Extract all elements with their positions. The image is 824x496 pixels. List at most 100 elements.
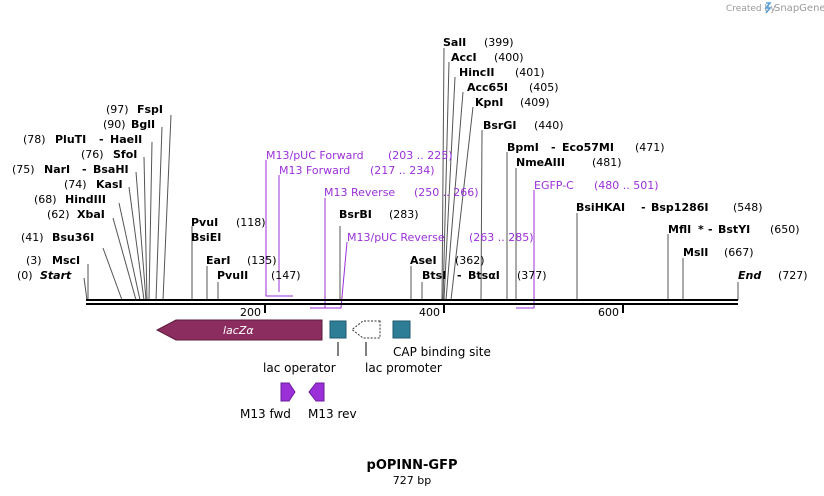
site-hindIII-pos: (68) (34, 193, 57, 206)
primer-m13-reverse-label: M13 Reverse (324, 186, 395, 199)
tick-200 (264, 305, 266, 313)
primer-m13-reverse: M13 Reverse (250 .. 266) (324, 186, 479, 199)
site-pvuII-label: PvuII (217, 269, 248, 282)
map-length: 727 bp (393, 474, 431, 487)
primer-egfp-c-range: (480 .. 501) (594, 179, 659, 192)
site-xbaI-pos: (62) (47, 208, 70, 221)
lac-operator-label: lac operator (263, 361, 336, 375)
site-hincII-pos: (401) (515, 66, 545, 79)
site-nmeAIII: NmeAIII (481) (516, 156, 622, 169)
site-mscI: (3) MscI (26, 254, 80, 267)
site-bpmI-pos: (471) (635, 141, 665, 154)
site-bsrGI-label: BsrGI (483, 119, 516, 132)
site-aseI-pos: (362) (455, 254, 485, 267)
site-bsrBI-label: BsrBI (339, 208, 372, 221)
tick-400-label: 400 (419, 306, 440, 319)
site-earI: EarI (135) (206, 254, 277, 267)
site-btsI-dash: - (457, 269, 462, 282)
m13-rev-label: M13 rev (308, 407, 357, 421)
scale-ticks: 200 400 600 (240, 305, 624, 319)
lac-promoter-arrow (351, 320, 381, 339)
lacz-feature: lacZα (155, 319, 323, 341)
tick-200-label: 200 (240, 306, 261, 319)
site-nmeAIII-pos: (481) (592, 156, 622, 169)
site-hincII: HincII (401) (459, 66, 545, 79)
site-bsu36I-label: Bsu36I (52, 231, 94, 244)
site-narI-label: NarI (44, 163, 70, 176)
site-mflI-pos: (650) (770, 223, 800, 236)
site-mscI-label: MscI (52, 254, 80, 267)
left-site-leads (83, 114, 219, 301)
site-end-label: End (738, 269, 761, 282)
site-bsu36I-pos: (41) (21, 231, 44, 244)
credit-text: Created by (726, 4, 776, 14)
site-earI-pos: (135) (247, 254, 277, 267)
primer-leads (265, 160, 535, 309)
primer-egfp-c-label: EGFP-C (534, 179, 574, 192)
site-bglI-label: BglI (131, 118, 155, 131)
site-pvuI: PvuI (118) (191, 216, 266, 229)
site-bsiHKAI-pos: (548) (733, 201, 763, 214)
primer-m13puc-reverse-range: (263 .. 285) (469, 231, 534, 244)
right-site-leads (339, 47, 739, 301)
cap-site-feature: CAP binding site (392, 320, 491, 359)
tick-600 (622, 305, 624, 313)
site-hindIII: (68) HindIII (34, 193, 106, 206)
site-kasI-pos: (74) (64, 178, 87, 191)
site-bsrGI: BsrGI (440) (483, 119, 564, 132)
site-kasI: (74) KasI (64, 178, 123, 191)
site-mslI-label: MslI (683, 246, 708, 259)
primer-m13puc-forward: M13/pUC Forward (203 .. 225) (266, 149, 453, 162)
primer-egfp-c: EGFP-C (480 .. 501) (534, 179, 659, 192)
site-eco57MI-label: Eco57MI (562, 141, 614, 154)
snapgene-logo-icon (764, 2, 772, 14)
snapgene-brand: SnapGene (774, 3, 824, 14)
site-end: End (727) (738, 269, 808, 282)
site-bglI-pos: (90) (103, 118, 126, 131)
site-narI-dash: - (82, 163, 87, 176)
site-kpnI-label: KpnI (475, 96, 503, 109)
site-bsiEI: BsiEI (191, 231, 221, 244)
site-mscI-pos: (3) (26, 254, 42, 267)
site-end-pos: (727) (778, 269, 808, 282)
site-bsaHI-label: BsaHI (93, 163, 129, 176)
site-narI: (75) NarI - BsaHI (12, 163, 129, 176)
lacz-arrow (155, 319, 323, 341)
site-aseI: AseI (362) (410, 254, 485, 267)
site-nmeAIII-label: NmeAIII (516, 156, 565, 169)
site-mslI: MslI (667) (683, 246, 754, 259)
site-pvuII-pos: (147) (271, 269, 301, 282)
tick-400 (443, 305, 445, 313)
site-pvuI-pos: (118) (236, 216, 266, 229)
lacz-label: lacZα (223, 324, 254, 337)
primer-m13puc-forward-label: M13/pUC Forward (266, 149, 364, 162)
m13-rev-arrow (308, 382, 325, 402)
map-title: pOPINN-GFP (367, 458, 458, 473)
site-hindIII-label: HindIII (65, 193, 106, 206)
lac-promoter-label: lac promoter (365, 361, 442, 375)
primer-m13puc-forward-range: (203 .. 225) (388, 149, 453, 162)
m13-fwd-label: M13 fwd (240, 407, 291, 421)
site-accI-label: AccI (451, 51, 477, 64)
site-sfoI: (76) SfoI (81, 148, 137, 161)
m13-fwd-feature: M13 fwd (240, 382, 296, 421)
site-btsI-pos: (377) (517, 269, 547, 282)
site-btsI-label: BtsI (422, 269, 446, 282)
site-pluTI-label: PluTI (55, 133, 86, 146)
dna-backbone (86, 299, 738, 305)
site-kpnI-pos: (409) (520, 96, 550, 109)
site-accI-pos: (400) (494, 51, 524, 64)
primer-m13-forward-range: (217 .. 234) (370, 164, 435, 177)
site-salI-pos: (399) (484, 36, 514, 49)
site-bsrGI-pos: (440) (534, 119, 564, 132)
site-bstYI-label: BstYI (718, 223, 750, 236)
site-mflI: MflI * - BstYI (650) (668, 223, 800, 236)
site-salI-label: SalI (443, 36, 466, 49)
site-bsrBI: BsrBI (283) (339, 208, 419, 221)
site-bsiEI-label: BsiEI (191, 231, 221, 244)
primer-m13puc-reverse: M13/pUC Reverse (263 .. 285) (347, 231, 534, 244)
site-pluTI-pos: (78) (23, 133, 46, 146)
site-xbaI-label: XbaI (77, 208, 105, 221)
site-pvuII: PvuII (147) (217, 269, 301, 282)
